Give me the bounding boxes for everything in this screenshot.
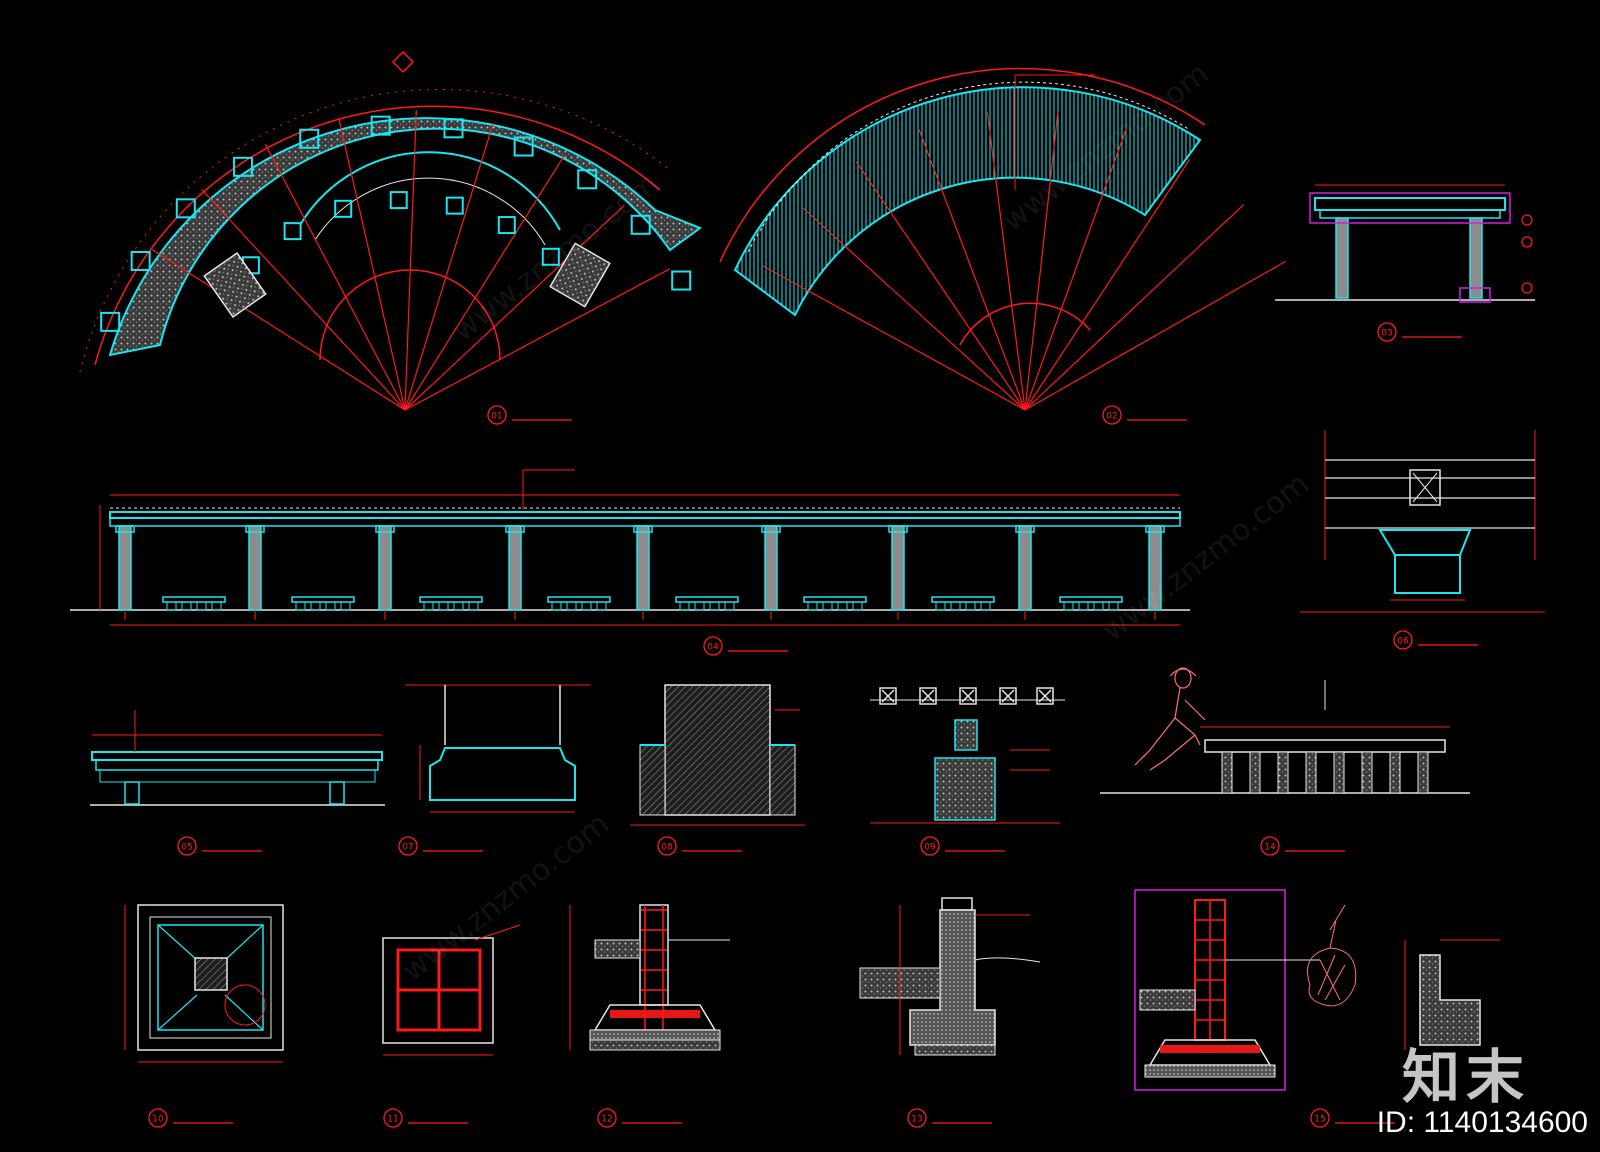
drawing-11-rebar-plan	[382, 924, 521, 1056]
drawing-number-label: 15	[1314, 1115, 1325, 1125]
drawing-15-footing-planter	[1134, 889, 1500, 1091]
drawing-03-table-elevation	[1275, 184, 1535, 303]
drawing-10-base-plan	[124, 904, 284, 1063]
watermark-brand-logo: 知末	[1401, 1043, 1530, 1111]
drawing-title-bubble: 10	[148, 1108, 233, 1128]
drawing-13-wall-section	[859, 897, 1041, 1056]
drawing-number-label: 10	[152, 1115, 164, 1125]
drawing-number-label: 14	[1264, 843, 1276, 853]
drawing-number-label: 09	[924, 843, 936, 853]
drawing-title-bubble: 08	[657, 836, 742, 856]
drawing-title-bubble: 09	[920, 836, 1005, 856]
drawing-number-label: 06	[1397, 637, 1409, 647]
drawing-title-bubble: 11	[383, 1108, 468, 1128]
planted-shrub	[1307, 904, 1357, 1007]
drawing-09-bench-section	[870, 687, 1065, 824]
drawing-01-curved-plan	[79, 50, 703, 411]
drawing-title-bubble: 02	[1102, 405, 1187, 425]
drawing-14-bench-figure	[1100, 667, 1470, 794]
drawing-title-bubble: 07	[398, 836, 483, 856]
drawing-05-bench	[90, 710, 385, 806]
drawing-number-label: 13	[911, 1115, 922, 1125]
drawing-title-bubbles: 01 02 03 04 06 05 07 08 09 14 10 11 12 13 15	[148, 322, 1478, 1128]
drawing-06-detail	[1300, 430, 1545, 613]
drawing-title-bubble: 15	[1310, 1108, 1395, 1128]
seated-figure	[1134, 667, 1206, 771]
drawing-number-label: 08	[661, 843, 673, 853]
drawing-08-column-section	[630, 684, 805, 826]
drawing-12-footing-section	[569, 904, 730, 1051]
drawing-number-label: 11	[387, 1115, 398, 1125]
drawing-04-front-elevation	[70, 469, 1190, 626]
drawing-title-bubble: 03	[1377, 322, 1462, 342]
drawing-number-label: 03	[1381, 329, 1392, 339]
drawing-number-label: 01	[491, 412, 502, 422]
drawing-number-label: 04	[707, 643, 719, 653]
drawing-number-label: 05	[181, 843, 192, 853]
drawing-number-label: 07	[402, 843, 413, 853]
drawing-title-bubble: 13	[907, 1108, 992, 1128]
drawing-02-roof-plan	[719, 67, 1286, 411]
drawing-number-label: 02	[1106, 412, 1117, 422]
drawing-title-bubble: 12	[597, 1108, 682, 1128]
drawing-title-bubble: 14	[1260, 836, 1345, 856]
drawing-07-column-base	[405, 684, 590, 813]
drawing-title-bubble: 01	[487, 405, 572, 425]
watermark-id-label: ID: 1140134600	[1376, 1106, 1588, 1139]
drawing-title-bubble: 04	[703, 636, 788, 656]
drawing-title-bubble: 05	[177, 836, 262, 856]
drawing-number-label: 12	[601, 1115, 612, 1125]
drawing-title-bubble: 06	[1393, 630, 1478, 650]
